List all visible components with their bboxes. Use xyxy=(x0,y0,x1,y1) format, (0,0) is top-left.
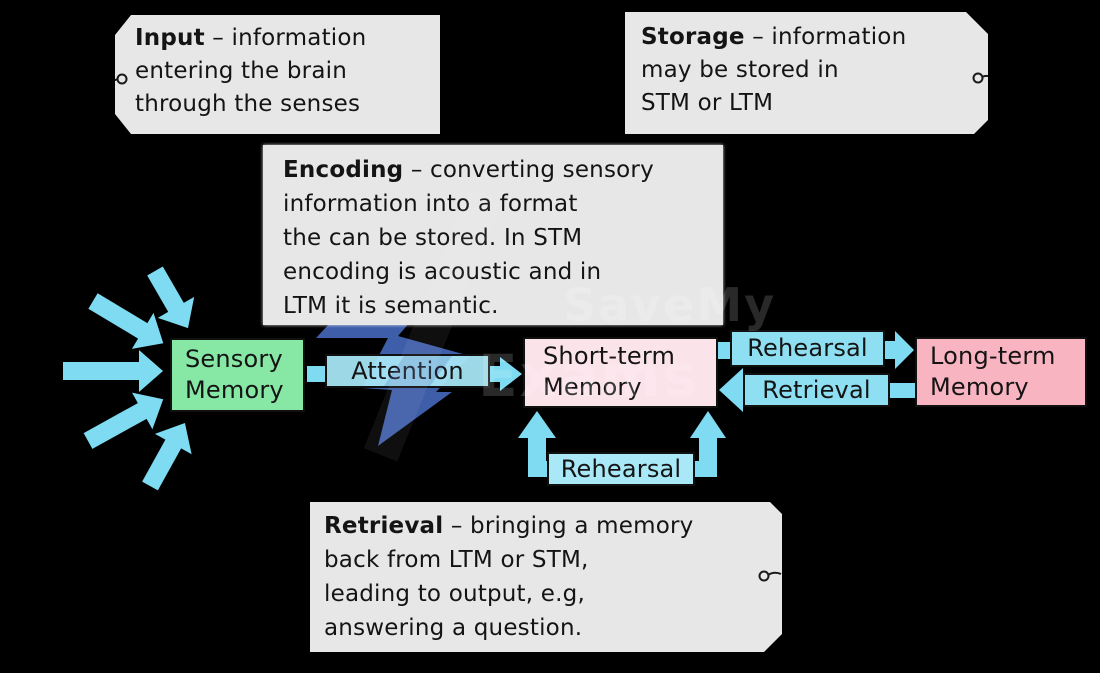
loop-right-arrowhead-icon xyxy=(690,411,726,438)
sensory-attention-connector xyxy=(307,366,325,382)
retrieval-arrow-label: Retrieval xyxy=(762,376,871,404)
input-arrow-icon xyxy=(63,350,163,392)
ltm-retrieval-connector xyxy=(888,383,915,398)
rehearsal-ltm-arrow-icon xyxy=(885,331,914,369)
short-term-memory-label: Short-term Memory xyxy=(543,342,676,401)
note-storage-body: – information may be stored in STM or LT… xyxy=(641,24,907,116)
note-storage: Storage – information may be stored in S… xyxy=(625,12,988,134)
input-arrow-icon xyxy=(142,423,192,491)
note-input: Input – information entering the brain t… xyxy=(115,15,440,134)
note-retrieval-body: – bringing a memory back from LTM or STM… xyxy=(324,513,694,641)
attention-stm-arrow-icon xyxy=(490,357,522,391)
note-storage-text: Storage – information may be stored in S… xyxy=(641,21,978,120)
note-encoding-title: Encoding xyxy=(283,157,404,183)
pin-icon xyxy=(104,69,130,89)
note-input-title: Input xyxy=(135,25,205,51)
input-arrow-icon xyxy=(83,392,164,449)
note-retrieval: Retrieval – bringing a memory back from … xyxy=(310,502,782,652)
note-encoding-body: – converting sensory information into a … xyxy=(283,157,654,319)
rehearsal-stm-to-ltm-box: Rehearsal xyxy=(730,330,885,367)
retrieval-stm-arrow-icon xyxy=(719,368,743,412)
long-term-memory-label: Long-term Memory xyxy=(930,342,1056,401)
note-retrieval-title: Retrieval xyxy=(324,513,444,539)
attention-label: Attention xyxy=(351,357,464,385)
note-input-body: – information entering the brain through… xyxy=(135,25,367,117)
loop-left-shaft xyxy=(528,430,546,477)
rehearsal-loop-box: Rehearsal xyxy=(547,452,695,486)
note-encoding-text: Encoding – converting sensory informatio… xyxy=(283,153,713,323)
loop-left-arrowhead-icon xyxy=(518,411,556,438)
rehearsal-loop-label: Rehearsal xyxy=(560,455,682,483)
note-storage-title: Storage xyxy=(641,24,745,50)
long-term-memory-box: Long-term Memory xyxy=(915,337,1087,407)
short-term-memory-box: Short-term Memory xyxy=(523,337,718,408)
rehearsal-top-label: Rehearsal xyxy=(747,334,868,362)
sensory-memory-box: Sensory Memory xyxy=(170,338,305,412)
loop-right-shaft xyxy=(699,430,717,477)
note-encoding: Encoding – converting sensory informatio… xyxy=(263,145,723,325)
note-retrieval-text: Retrieval – bringing a memory back from … xyxy=(324,509,772,645)
sensory-memory-label: Sensory Memory xyxy=(185,345,284,404)
pin-icon xyxy=(970,68,996,88)
input-arrow-icon xyxy=(147,266,195,329)
pin-icon xyxy=(756,566,782,586)
retrieval-ltm-to-stm-box: Retrieval xyxy=(743,373,890,407)
note-input-text: Input – information entering the brain t… xyxy=(135,22,430,121)
attention-box: Attention xyxy=(325,354,490,388)
input-arrow-icon xyxy=(88,293,164,349)
